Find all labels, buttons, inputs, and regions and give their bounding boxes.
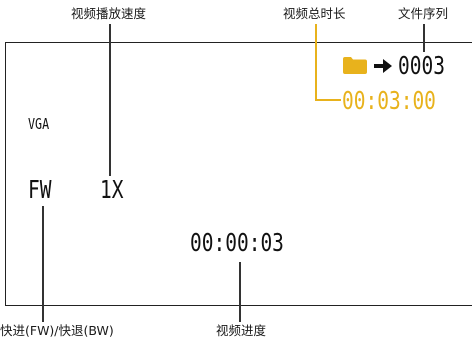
current-time-display: 00:00:03 (190, 228, 284, 257)
file-number: 0003 (398, 51, 445, 80)
total-duration-display: 00:03:00 (342, 86, 436, 115)
label-video-progress: 视频进度 (216, 323, 267, 338)
leader-line-video-progress (239, 262, 241, 322)
leader-line-file-sequence (423, 24, 425, 52)
direction-indicator: FW (28, 175, 52, 204)
leader-line-total-duration-vertical (315, 24, 317, 100)
speed-indicator: 1X (100, 175, 124, 204)
leader-line-playback-speed (109, 24, 111, 176)
label-fast-forward-rewind: 快进(FW)/快退(BW) (0, 323, 114, 338)
leader-line-total-duration-horizontal (315, 99, 341, 101)
label-total-duration: 视频总时长 (283, 6, 346, 21)
label-file-sequence: 文件序列 (398, 6, 449, 21)
folder-icon (343, 57, 367, 74)
leader-line-fast-forward (42, 206, 44, 322)
resolution-indicator: VGA (28, 115, 50, 133)
screen-frame (5, 42, 472, 306)
arrow-right-icon (374, 58, 392, 73)
label-playback-speed: 视频播放速度 (71, 6, 147, 21)
